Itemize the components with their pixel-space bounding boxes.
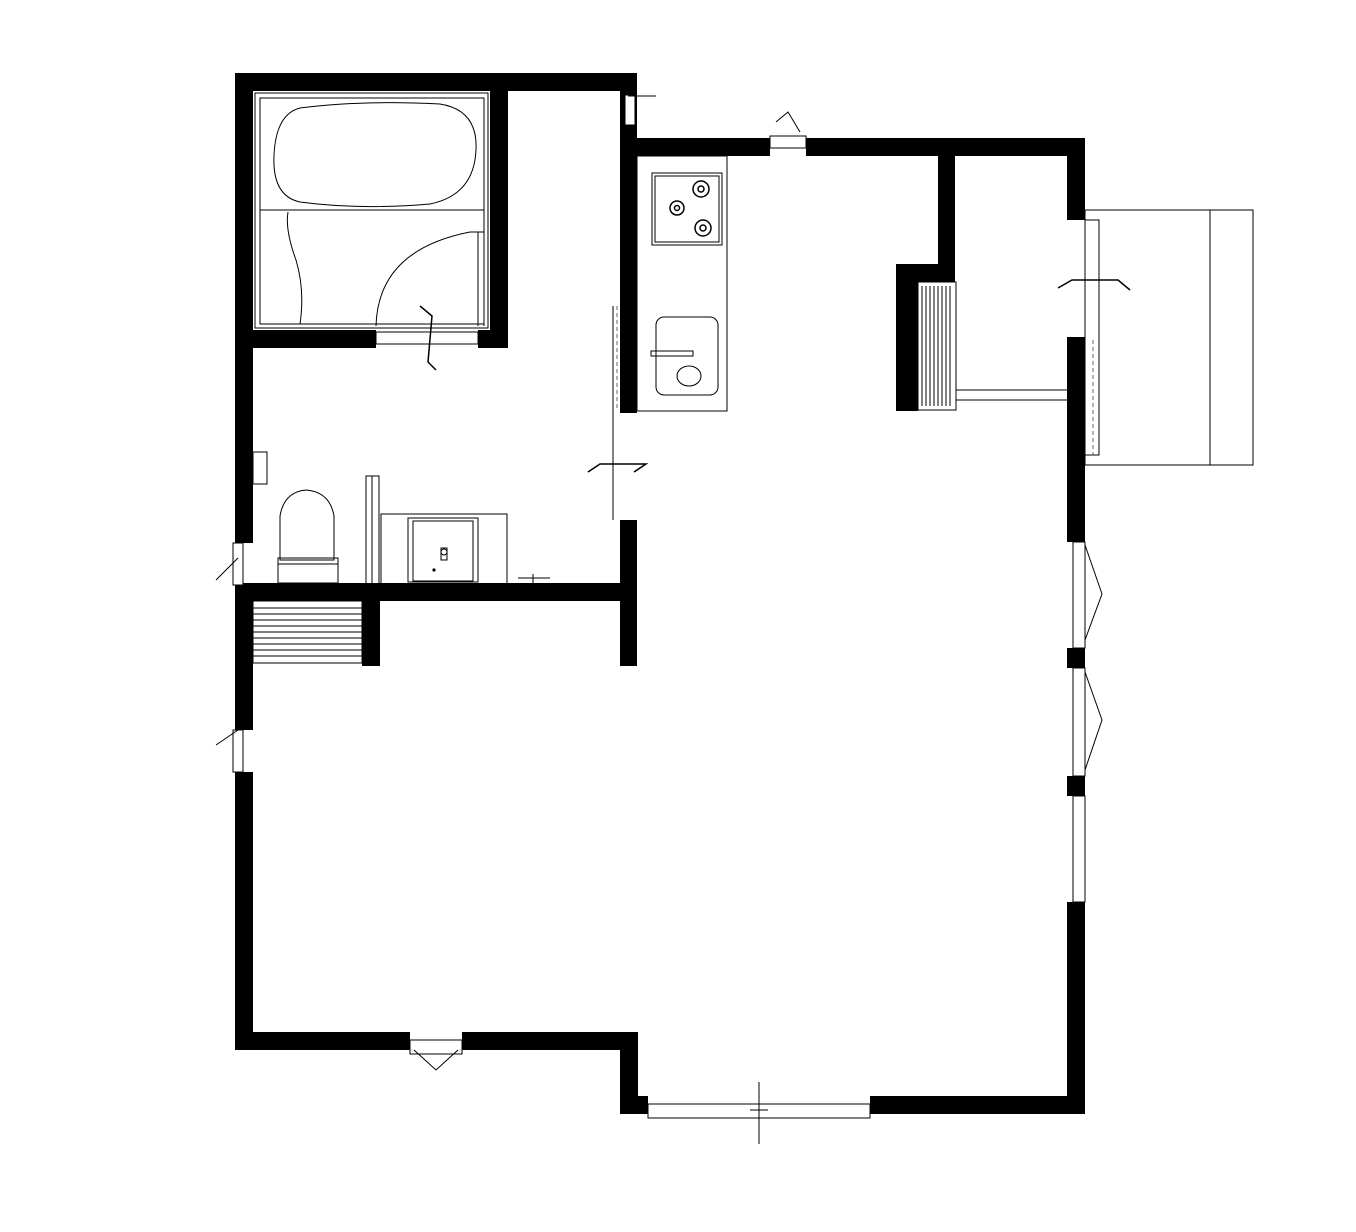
balcony: [1057, 209, 1254, 466]
closet-stairs: [917, 281, 1067, 411]
entry-stairs: [252, 600, 363, 664]
vanity: [380, 513, 508, 585]
bathroom: [254, 92, 489, 371]
stove: [651, 172, 723, 246]
kitchen: [587, 155, 728, 585]
toilet-room: [252, 451, 550, 585]
exterior-walls: [235, 73, 1085, 1114]
bathtub: [273, 102, 477, 208]
interior-walls: [235, 91, 955, 666]
toilet: [279, 489, 335, 561]
windows: [215, 94, 1103, 1144]
